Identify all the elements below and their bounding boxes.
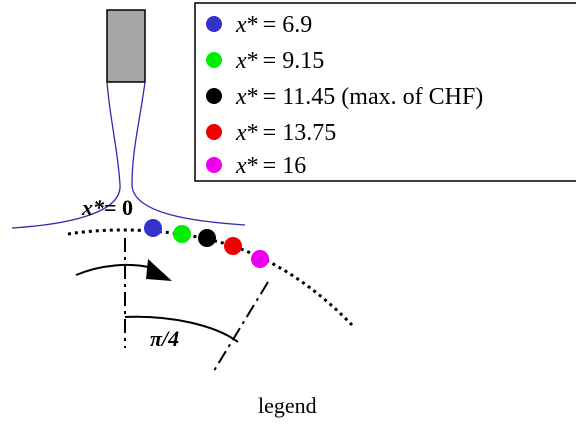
legend-marker-3 <box>206 88 222 104</box>
angle-arc <box>124 315 239 343</box>
legend-marker-4 <box>206 124 222 140</box>
svg-text:x*= 16: x*= 16 <box>235 153 306 179</box>
svg-text:x*= 11.45 (max. of CHF): x*= 11.45 (max. of CHF) <box>235 84 483 110</box>
point-x-16 <box>251 250 269 268</box>
svg-text:x*= 9.15: x*= 9.15 <box>235 48 324 74</box>
svg-text:x*= 6.9: x*= 6.9 <box>235 12 312 38</box>
legend-box <box>194 2 576 182</box>
legend-entry-1: x*= 6.9 <box>206 12 312 38</box>
legend-entry-5: x*= 16 <box>206 153 306 179</box>
legend-marker-5 <box>206 157 222 173</box>
legend-entry-3: x*= 11.45 (max. of CHF) <box>206 84 483 110</box>
legend-entry-2: x*= 9.15 <box>206 48 324 74</box>
jet-left-edge <box>11 81 121 229</box>
caption: legend <box>258 393 317 418</box>
origin-label: x*= 0 <box>81 195 133 220</box>
reference-line-diagonal <box>211 281 269 375</box>
point-x-6-9 <box>144 219 162 237</box>
legend-marker-2 <box>206 52 222 68</box>
legend-marker-1 <box>206 16 222 32</box>
point-x-9-15 <box>173 225 191 243</box>
jet-right-edge <box>131 81 246 226</box>
nozzle <box>106 9 146 83</box>
angle-label: π/4 <box>150 326 179 351</box>
svg-text:x*= 13.75: x*= 13.75 <box>235 120 336 146</box>
legend-entry-4: x*= 13.75 <box>206 120 336 146</box>
rotation-arrowhead <box>146 259 172 281</box>
point-x-11-45 <box>198 229 216 247</box>
rotation-arrow-arc <box>75 263 153 276</box>
point-x-13-75 <box>224 237 242 255</box>
